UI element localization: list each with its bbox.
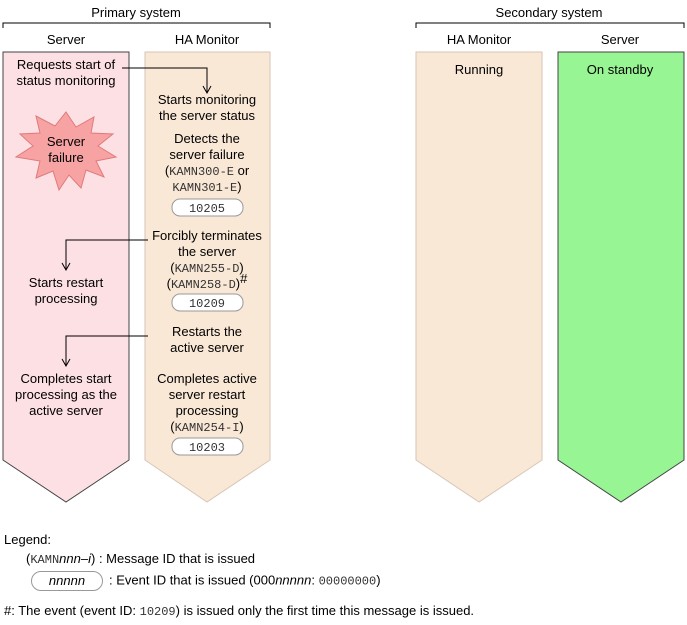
server-restart-line2: processing [35,291,98,306]
ha-detect-code2: KAMN301-E) [172,179,241,195]
arrowhead-1 [202,85,212,95]
secondary-server-status: On standby [587,62,654,77]
server-complete-line2: processing as the [15,387,117,402]
ha-detect-line2: server failure [169,147,244,162]
legend-footnote: #: The event (event ID: 10209) is issued… [4,603,474,619]
legend-event-desc: : Event ID that is issued (000 [109,572,276,588]
legend-msg-var: nnn [59,551,81,566]
ha-monitor-line2: the server status [159,108,256,123]
arrow-terminate-to-server [65,239,148,270]
primary-bracket [2,22,271,28]
server-request-line2: status monitoring [17,73,116,88]
ha-monitor-line1: Starts monitoring [158,92,256,107]
secondary-server-lane [557,51,685,503]
arrowhead-2 [61,262,71,272]
event-id-3: 10203 [189,441,225,455]
secondary-server-header: Server [601,32,640,47]
server-failure-burst [14,111,118,192]
arrow-restart-to-server [65,335,148,366]
legend-msg-prefix: KAMN [30,553,60,567]
server-restart-line1: Starts restart [29,275,104,290]
server-failure-line2: failure [48,150,83,165]
arrow-request-to-ha [122,67,208,93]
secondary-bracket [415,22,685,28]
ha-detect-line1: Detects the [174,131,240,146]
footnote-suffix: ) is issued only the first time this mes… [175,603,475,618]
server-complete-line3: active server [29,403,103,418]
secondary-ha-status: Running [455,62,503,77]
event-id-2: 10209 [189,297,225,311]
legend-title: Legend: [4,532,51,547]
legend-message-row: (KAMNnnn–i) : Message ID that is issued [26,551,256,567]
legend-event-var: nnnnn [275,572,312,588]
legend-msg-desc: : Message ID that is issued [98,551,256,566]
event-id-pill-1 [171,198,244,217]
ha-terminate-code2: (KAMN258-D)# [167,271,249,292]
arrowhead-3 [61,358,71,368]
ha-terminate-line2: the server [178,244,236,259]
footnote-prefix: #: The event (event ID: [4,603,140,618]
legend-msg-suffix: i [88,551,91,566]
secondary-ha-lane [415,51,543,503]
ha-complete-line2: server restart [169,387,246,402]
ha-complete-code: (KAMN254-I) [170,419,244,435]
event-id-1: 10205 [189,202,225,216]
event-id-pill-2 [171,293,244,312]
ha-complete-line3: processing [176,403,239,418]
secondary-ha-header: HA Monitor [447,32,512,47]
ha-restart-line1: Restarts the [172,324,242,339]
ha-restart-line2: active server [170,340,244,355]
legend-msg-dash: – [80,551,89,566]
legend-event-zeros: 00000000 [318,574,377,589]
ha-terminate-line1: Forcibly terminates [152,228,262,243]
server-complete-line1: Completes start [20,371,111,386]
primary-server-header: Server [47,32,86,47]
ha-complete-line1: Completes active [157,371,257,386]
server-failure-line1: Server [47,134,86,149]
primary-ha-header: HA Monitor [175,32,240,47]
legend-event-pill: nnnnn [31,571,103,591]
primary-system-title: Primary system [91,5,181,20]
footnote-code: 10209 [139,605,176,619]
ha-terminate-code1: (KAMN255-D) [170,260,244,276]
legend-event-row: nnnnn: Event ID that is issued (000nnnnn… [31,571,381,591]
event-id-pill-3 [171,437,244,456]
server-request-line1: Requests start of [17,57,116,72]
ha-detect-code1: (KAMN300-E or [165,163,250,179]
secondary-system-title: Secondary system [496,5,603,20]
primary-ha-lane [144,51,271,503]
